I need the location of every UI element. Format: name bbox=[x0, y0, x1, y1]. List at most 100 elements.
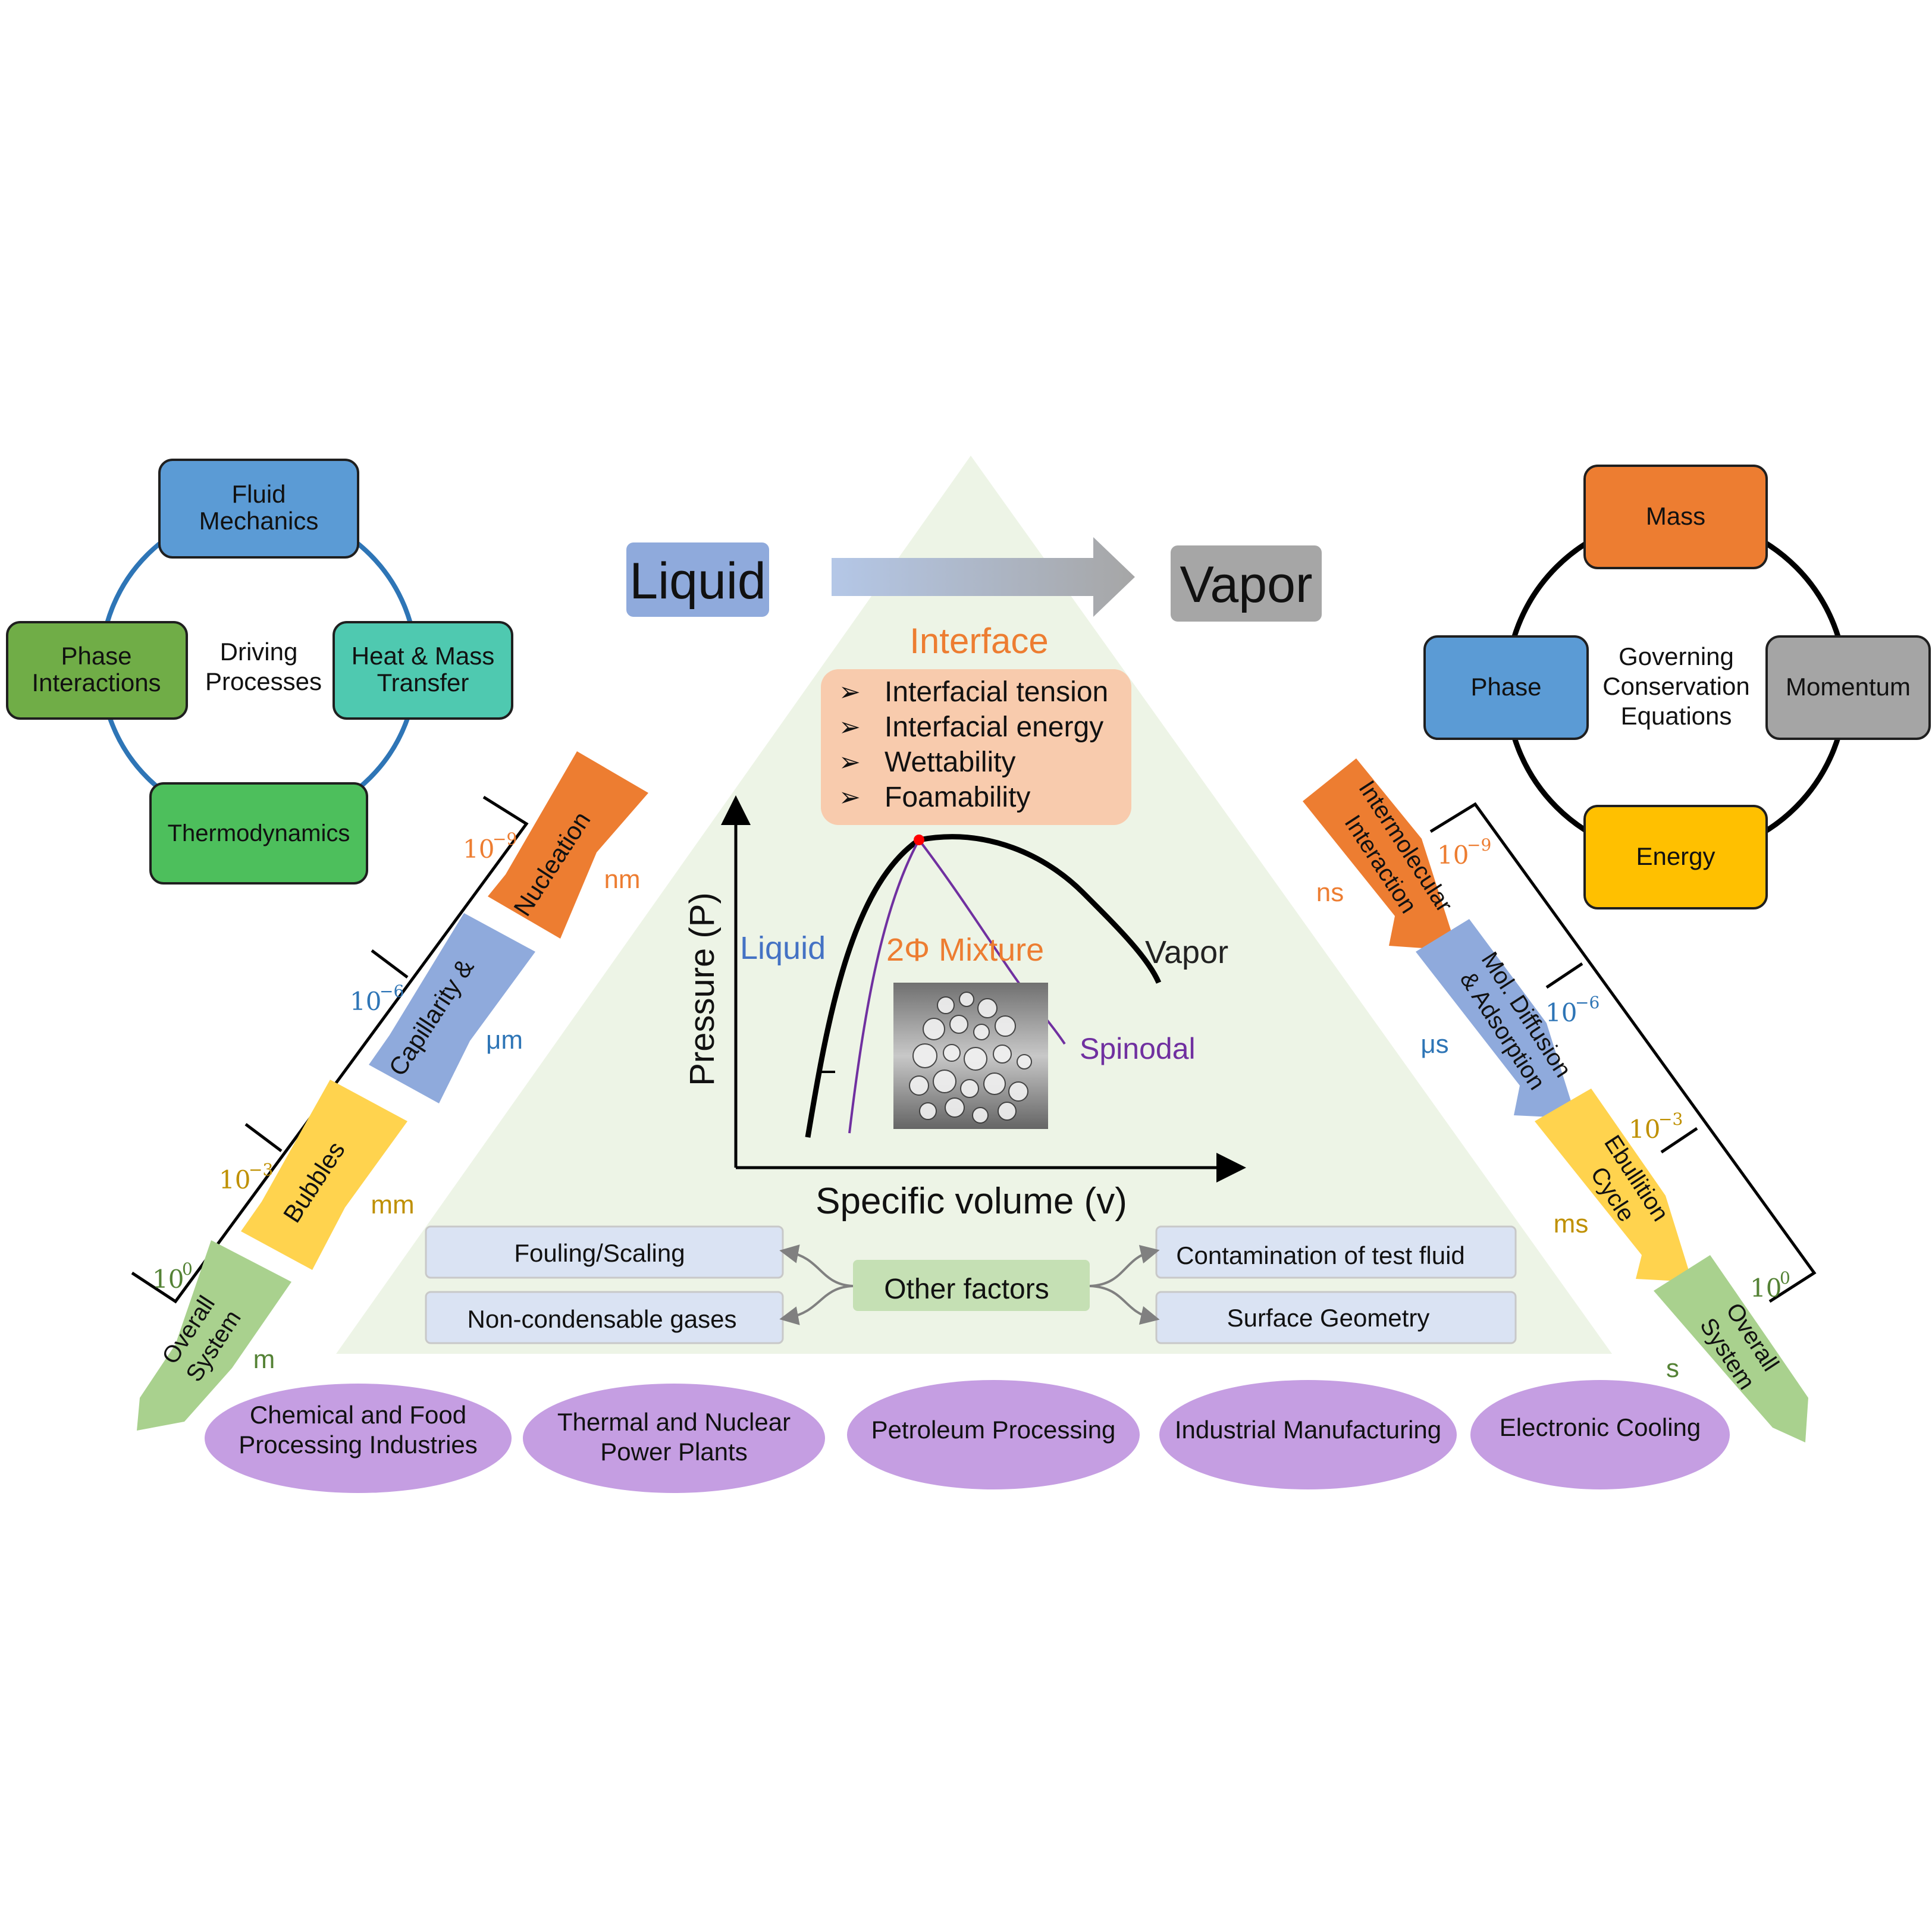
thermal-nuclear-ellipse bbox=[523, 1384, 825, 1493]
fluid-mechanics-label-1: Fluid bbox=[231, 480, 286, 508]
petroleum-label: Petroleum Processing bbox=[871, 1416, 1116, 1444]
background-triangle bbox=[336, 456, 1612, 1354]
right-pow-6-base: 10 bbox=[1545, 998, 1577, 1027]
pv-vapor-label: Vapor bbox=[1145, 934, 1228, 970]
right-unit-us: μs bbox=[1420, 1030, 1448, 1059]
pv-xlabel: Specific volume (v) bbox=[816, 1181, 1127, 1222]
left-scale-bracket bbox=[131, 795, 529, 1304]
left-unit-mm: mm bbox=[371, 1190, 414, 1219]
other-factors-label: Other factors bbox=[884, 1274, 1049, 1305]
momentum-label: Momentum bbox=[1786, 673, 1911, 701]
right-pow-3-base: 10 bbox=[1629, 1115, 1660, 1144]
phase-transition-header: Liquid Vapor bbox=[626, 537, 1322, 622]
interface-section: Interface ➢ Interfacial tension ➢ Interf… bbox=[821, 621, 1131, 825]
left-pow-9-exp: −9 bbox=[493, 829, 517, 849]
left-unit-m: m bbox=[253, 1345, 275, 1374]
bullet-3: ➢ bbox=[839, 748, 861, 777]
overall-system-right-arrow bbox=[1654, 1255, 1808, 1442]
left-pow-9-base: 10 bbox=[463, 835, 494, 864]
electronic-label: Electronic Cooling bbox=[1500, 1413, 1701, 1441]
thermodynamics-box bbox=[149, 782, 368, 885]
industrial-ellipse bbox=[1159, 1380, 1457, 1489]
governing-equations-cycle: Mass Phase Momentum Energy Governing Con… bbox=[1423, 465, 1931, 909]
heat-mass-transfer-box bbox=[333, 621, 513, 720]
bullet-2: ➢ bbox=[839, 713, 861, 742]
phase-box bbox=[1423, 635, 1589, 740]
interface-item-2: Interfacial energy bbox=[885, 711, 1103, 743]
right-unit-s: s bbox=[1666, 1354, 1679, 1383]
left-pow-0-base: 10 bbox=[152, 1265, 184, 1294]
industrial-label: Industrial Manufacturing bbox=[1175, 1416, 1441, 1444]
governing-center-1: Governing bbox=[1619, 642, 1734, 670]
other-factors-section: Fouling/Scaling Non-condensable gases Co… bbox=[425, 1225, 1517, 1344]
pv-mixture-label: 2Φ Mixture bbox=[886, 932, 1044, 968]
governing-center-2: Conservation bbox=[1602, 672, 1749, 700]
right-scale-bracket bbox=[1429, 802, 1817, 1303]
geometry-label: Surface Geometry bbox=[1227, 1304, 1430, 1332]
saturation-dome-curve bbox=[805, 834, 1162, 1138]
driving-processes-cycle: Fluid Mechanics Phase Interactions Heat … bbox=[6, 459, 513, 885]
right-pow-0-base: 10 bbox=[1750, 1274, 1782, 1303]
heat-mass-label-2: Transfer bbox=[377, 669, 469, 697]
heat-mass-label-1: Heat & Mass bbox=[352, 642, 494, 670]
liquid-box bbox=[626, 542, 769, 617]
right-unit-ns: ns bbox=[1316, 878, 1344, 907]
transition-arrow bbox=[832, 537, 1135, 617]
contamination-label: Contamination of test fluid bbox=[1176, 1241, 1465, 1269]
intermolecular-chevron bbox=[1303, 758, 1457, 951]
left-pow-6-base: 10 bbox=[350, 987, 381, 1016]
interface-item-4: Foamability bbox=[885, 782, 1030, 813]
pv-diagram: Pressure (P) Specific volume (v) Liquid … bbox=[683, 795, 1246, 1222]
right-unit-ms: ms bbox=[1554, 1209, 1589, 1238]
liquid-title: Liquid bbox=[629, 553, 766, 610]
diffusion-chevron bbox=[1416, 919, 1576, 1118]
electronic-ellipse bbox=[1470, 1380, 1730, 1489]
right-pow-0-exp: 0 bbox=[1780, 1268, 1790, 1288]
mass-label: Mass bbox=[1646, 502, 1705, 530]
mass-box bbox=[1583, 465, 1768, 569]
left-length-scale: Nucleation Capillarity & Bubbles Overall… bbox=[131, 751, 648, 1431]
phase-label: Phase bbox=[1470, 673, 1541, 701]
bubbles-chevron bbox=[241, 1080, 407, 1270]
factor-connectors bbox=[779, 1244, 1160, 1325]
left-pow-0-exp: 0 bbox=[182, 1259, 193, 1279]
phase-interactions-box bbox=[6, 621, 188, 720]
fluid-mechanics-label-2: Mechanics bbox=[199, 507, 319, 535]
left-tick-3 bbox=[244, 1123, 283, 1152]
governing-center-3: Equations bbox=[1621, 702, 1732, 730]
bullet-1: ➢ bbox=[839, 678, 861, 707]
boiling-photo bbox=[893, 983, 1048, 1129]
thermal-nuclear-label-1: Thermal and Nuclear bbox=[557, 1408, 791, 1436]
pv-ylabel: Pressure (P) bbox=[683, 892, 722, 1086]
energy-label: Energy bbox=[1636, 842, 1715, 870]
driving-center-1: Driving bbox=[220, 638, 298, 666]
left-tick-6 bbox=[371, 949, 409, 978]
right-pow-6-exp: −6 bbox=[1575, 993, 1599, 1012]
left-pow-3-base: 10 bbox=[219, 1165, 250, 1194]
other-factors-box bbox=[853, 1260, 1090, 1311]
right-tick-3 bbox=[1660, 1127, 1698, 1154]
ebullition-chevron bbox=[1535, 1089, 1692, 1282]
fluid-mechanics-box bbox=[158, 459, 359, 559]
interface-title: Interface bbox=[909, 621, 1048, 661]
critical-point bbox=[914, 835, 924, 845]
right-pow-3-exp: −3 bbox=[1658, 1109, 1683, 1129]
phase-interactions-label-1: Phase bbox=[61, 642, 131, 670]
pv-spinodal-label: Spinodal bbox=[1080, 1032, 1196, 1065]
bullet-4: ➢ bbox=[839, 783, 861, 812]
left-pow-6-exp: −6 bbox=[380, 981, 404, 1001]
interface-item-1: Interfacial tension bbox=[885, 676, 1108, 708]
overall-system-left-arrow bbox=[137, 1240, 291, 1431]
left-pow-3-exp: −3 bbox=[249, 1160, 273, 1180]
vapor-title: Vapor bbox=[1180, 556, 1312, 613]
thermal-nuclear-label-2: Power Plants bbox=[600, 1438, 747, 1466]
chem-food-label-1: Chemical and Food bbox=[250, 1401, 466, 1429]
left-unit-nm: nm bbox=[604, 865, 640, 894]
nucleation-chevron bbox=[488, 751, 648, 939]
right-pow-9-base: 10 bbox=[1437, 840, 1469, 870]
left-unit-um: μm bbox=[486, 1025, 523, 1055]
noncond-label: Non-condensable gases bbox=[468, 1305, 737, 1333]
energy-box bbox=[1583, 805, 1768, 909]
right-tick-6 bbox=[1545, 962, 1583, 989]
